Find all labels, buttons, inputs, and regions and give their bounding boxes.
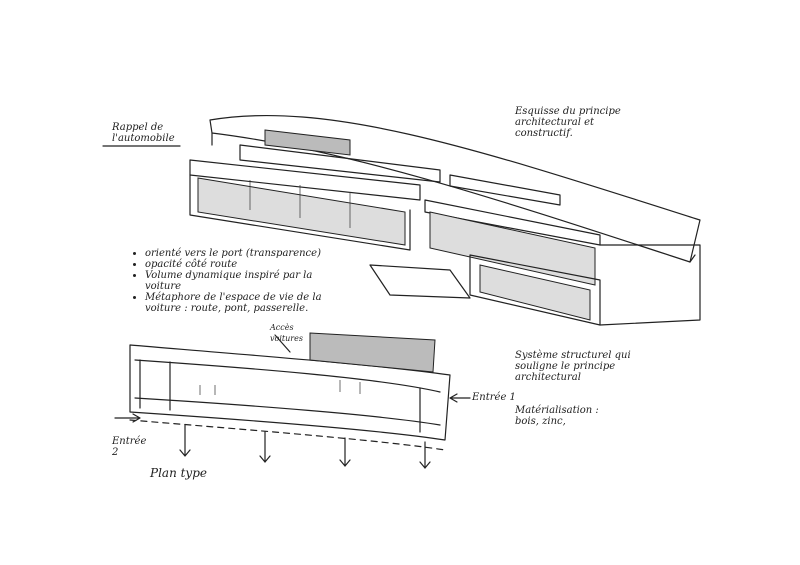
materials-note: Matérialisation : bois, zinc, [515, 405, 599, 427]
perspective-drawing [189, 115, 701, 326]
plan-label: Plan type [150, 466, 207, 480]
entry-2-label: Entrée 2 [112, 436, 147, 458]
principle-note: Esquisse du principe architectural et co… [515, 106, 621, 139]
concept-bullet: opacité côté route [145, 259, 345, 270]
structure-note: Système structurel qui souligne le princ… [515, 350, 631, 383]
concept-bullet: orienté vers le port (transparence) [145, 248, 345, 259]
entry-1-label: Entrée 1 [472, 392, 516, 403]
plan-drawing [114, 332, 471, 469]
access-label: Accès voitures [270, 323, 303, 343]
concept-bullet: Métaphore de l'espace de vie de la voitu… [145, 292, 345, 314]
concept-notes: orienté vers le port (transparence) opac… [135, 248, 345, 314]
sketch-title-note: Rappel de l'automobile [112, 122, 175, 144]
concept-bullet: Volume dynamique inspiré par la voiture [145, 270, 345, 292]
